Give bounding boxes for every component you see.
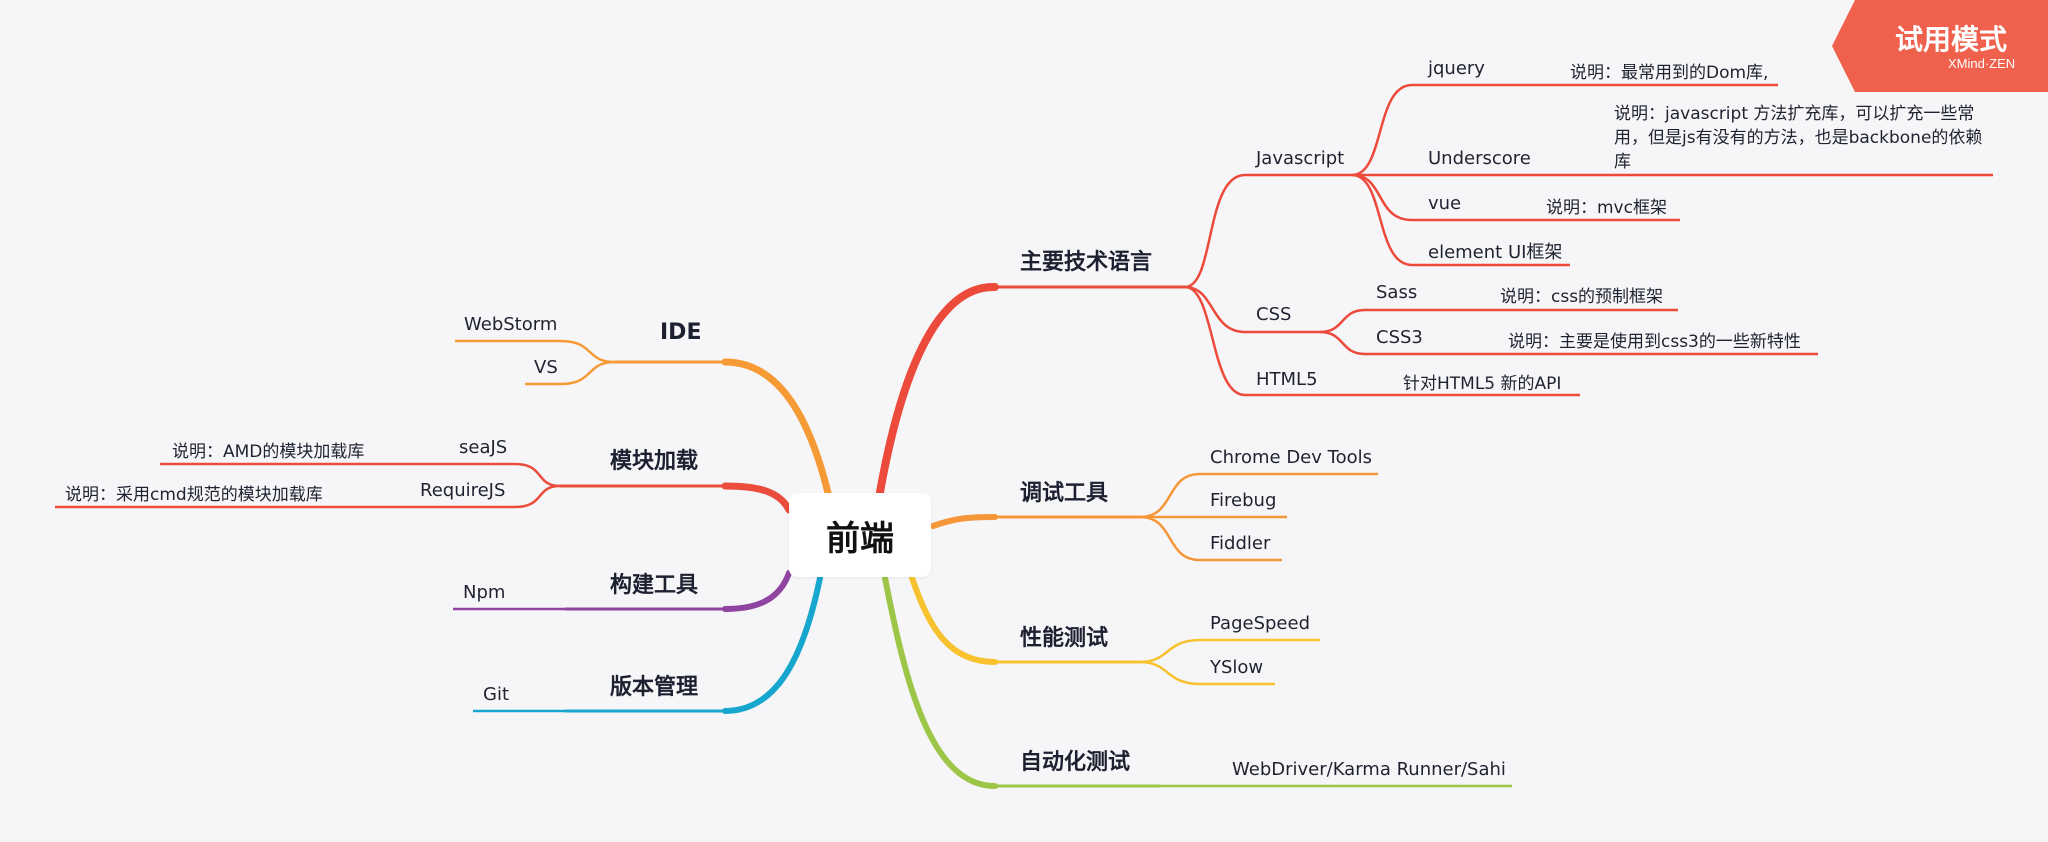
- root-topic[interactable]: 前端: [789, 493, 931, 577]
- topic-perf[interactable]: 性能测试: [1020, 626, 1109, 651]
- xmind-brand-logo: XMind·ZEN: [1948, 56, 2016, 71]
- subtopic-fiddler[interactable]: Fiddler: [1210, 533, 1271, 554]
- subtopic-javascript[interactable]: Javascript: [1256, 148, 1345, 169]
- subtopic-vs[interactable]: VS: [534, 357, 558, 378]
- subtopic-requirejs[interactable]: RequireJS: [420, 480, 506, 501]
- topic-debug[interactable]: 调试工具: [1020, 481, 1109, 506]
- subtopic-git[interactable]: Git: [483, 684, 510, 705]
- note-vue: 说明：mvc框架: [1546, 198, 1667, 218]
- trunk-ide: [721, 358, 832, 497]
- subtopic-vue[interactable]: vue: [1428, 193, 1462, 214]
- topic-build[interactable]: 构建工具: [610, 573, 699, 598]
- trunk-build: [722, 570, 792, 612]
- subtopic-seajs[interactable]: seaJS: [459, 437, 508, 458]
- subtopic-sass[interactable]: Sass: [1376, 282, 1418, 303]
- note-css3: 说明：主要是使用到css3的一些新特性: [1508, 332, 1801, 352]
- trial-mode-title: 试用模式: [1895, 23, 2008, 56]
- subtopic-webdriver[interactable]: WebDriver/Karma Runner/Sahi: [1232, 759, 1506, 780]
- subtopic-npm[interactable]: Npm: [463, 582, 506, 603]
- trunk-perf: [909, 575, 998, 665]
- subtopic-html5[interactable]: HTML5: [1256, 369, 1318, 390]
- topic-auto[interactable]: 自动化测试: [1020, 750, 1131, 775]
- subtopic-chrome-dev-tools[interactable]: Chrome Dev Tools: [1210, 447, 1372, 468]
- subtopic-pagespeed[interactable]: PageSpeed: [1210, 613, 1311, 634]
- trunk-auto: [882, 575, 998, 789]
- subtopic-webstorm[interactable]: WebStorm: [464, 314, 558, 335]
- subtopic-css3[interactable]: CSS3: [1376, 327, 1423, 348]
- subtopic-firebug[interactable]: Firebug: [1210, 490, 1277, 511]
- trunk-module: [721, 482, 793, 514]
- note-jquery: 说明：最常用到的Dom库,: [1570, 63, 1769, 83]
- note-requirejs: 说明：采用cmd规范的模块加载库: [65, 485, 323, 505]
- trunk-lang: [876, 282, 999, 496]
- subtopic-jquery[interactable]: jquery: [1428, 58, 1485, 79]
- topic-module[interactable]: 模块加载: [610, 449, 699, 474]
- subtopic-element[interactable]: element UI框架: [1428, 242, 1563, 263]
- note-html5: 针对HTML5 新的API: [1403, 374, 1562, 394]
- subtopic-css[interactable]: CSS: [1256, 304, 1292, 325]
- note-seajs: 说明：AMD的模块加载库: [172, 442, 365, 462]
- topic-lang[interactable]: 主要技术语言: [1020, 250, 1153, 275]
- note-sass: 说明：css的预制框架: [1500, 287, 1664, 307]
- subtopic-yslow[interactable]: YSlow: [1210, 657, 1264, 678]
- note-underscore: 说明：javascript 方法扩充库，可以扩充一些常用，但是js有没有的方法，…: [1614, 104, 1983, 172]
- subtopic-underscore[interactable]: Underscore: [1428, 148, 1531, 169]
- trunk-debug: [930, 514, 998, 529]
- watermark-tab-shape: [1832, 0, 2048, 92]
- topic-vcs[interactable]: 版本管理: [610, 675, 699, 700]
- trunk-vcs: [722, 575, 823, 714]
- topic-ide[interactable]: IDE: [660, 320, 702, 345]
